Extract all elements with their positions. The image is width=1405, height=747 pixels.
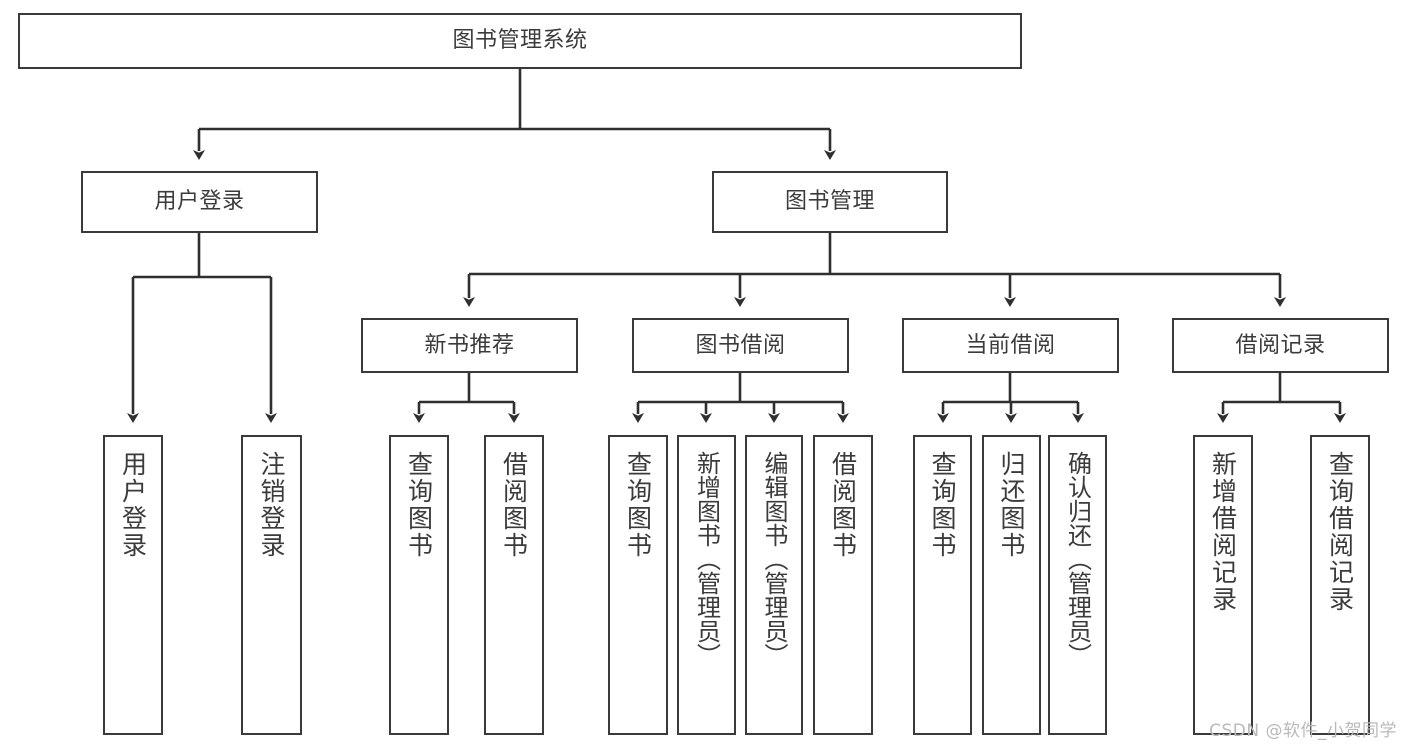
node-borrow-record-label: 借阅记录: [1235, 332, 1326, 358]
node-book-borrow-label: 图书借阅: [695, 332, 786, 358]
node-leaf-borrow-query-book-label: 查询图书: [623, 451, 653, 559]
node-leaf-cur-confirm-return-label: 确认归还（管理员）: [1063, 451, 1092, 667]
node-leaf-user-login-label: 用户登录: [118, 451, 148, 559]
node-root[interactable]: 图书管理系统: [18, 13, 1022, 69]
node-leaf-user-login[interactable]: 用户登录: [103, 435, 163, 735]
node-leaf-rec-query-book-label: 查询图书: [404, 451, 434, 559]
node-current-borrow[interactable]: 当前借阅: [902, 318, 1119, 373]
node-new-book-recommend-label: 新书推荐: [424, 332, 515, 358]
node-leaf-borrow-add-book[interactable]: 新增图书（管理员）: [677, 435, 736, 735]
node-leaf-borrow-borrow-book-label: 借阅图书: [828, 451, 858, 559]
node-book-manage-label: 图书管理: [784, 189, 875, 215]
node-leaf-user-logout-label: 注销登录: [257, 451, 286, 559]
node-current-borrow-label: 当前借阅: [965, 332, 1056, 358]
node-root-label: 图书管理系统: [452, 28, 588, 54]
node-leaf-borrow-borrow-book[interactable]: 借阅图书: [813, 435, 873, 735]
node-leaf-rec-borrow-book-label: 借阅图书: [499, 451, 529, 559]
node-leaf-borrow-edit-book[interactable]: 编辑图书（管理员）: [745, 435, 803, 735]
node-leaf-cur-query-book[interactable]: 查询图书: [913, 435, 972, 735]
node-leaf-rec-add-record-label: 新增借阅记录: [1208, 451, 1238, 613]
node-leaf-borrow-add-book-label: 新增图书（管理员）: [692, 451, 721, 667]
node-leaf-cur-return-book-label: 归还图书: [997, 451, 1026, 559]
node-book-manage[interactable]: 图书管理: [712, 171, 948, 233]
node-leaf-rec-query-book[interactable]: 查询图书: [389, 435, 449, 735]
node-leaf-borrow-edit-book-label: 编辑图书（管理员）: [760, 451, 788, 667]
node-leaf-rec-query-record-label: 查询借阅记录: [1325, 451, 1355, 613]
node-leaf-user-logout[interactable]: 注销登录: [241, 435, 302, 735]
node-leaf-cur-return-book[interactable]: 归还图书: [982, 435, 1041, 735]
node-leaf-cur-query-book-label: 查询图书: [928, 451, 957, 559]
node-user-login-label: 用户登录: [154, 189, 245, 215]
node-new-book-recommend[interactable]: 新书推荐: [361, 318, 578, 373]
node-leaf-rec-borrow-book[interactable]: 借阅图书: [484, 435, 544, 735]
node-borrow-record[interactable]: 借阅记录: [1172, 318, 1389, 373]
node-leaf-borrow-query-book[interactable]: 查询图书: [608, 435, 668, 735]
node-leaf-rec-query-record[interactable]: 查询借阅记录: [1310, 435, 1370, 735]
node-leaf-rec-add-record[interactable]: 新增借阅记录: [1193, 435, 1253, 735]
node-book-borrow[interactable]: 图书借阅: [632, 318, 849, 373]
node-leaf-cur-confirm-return[interactable]: 确认归还（管理员）: [1048, 435, 1107, 735]
node-user-login[interactable]: 用户登录: [81, 171, 318, 233]
